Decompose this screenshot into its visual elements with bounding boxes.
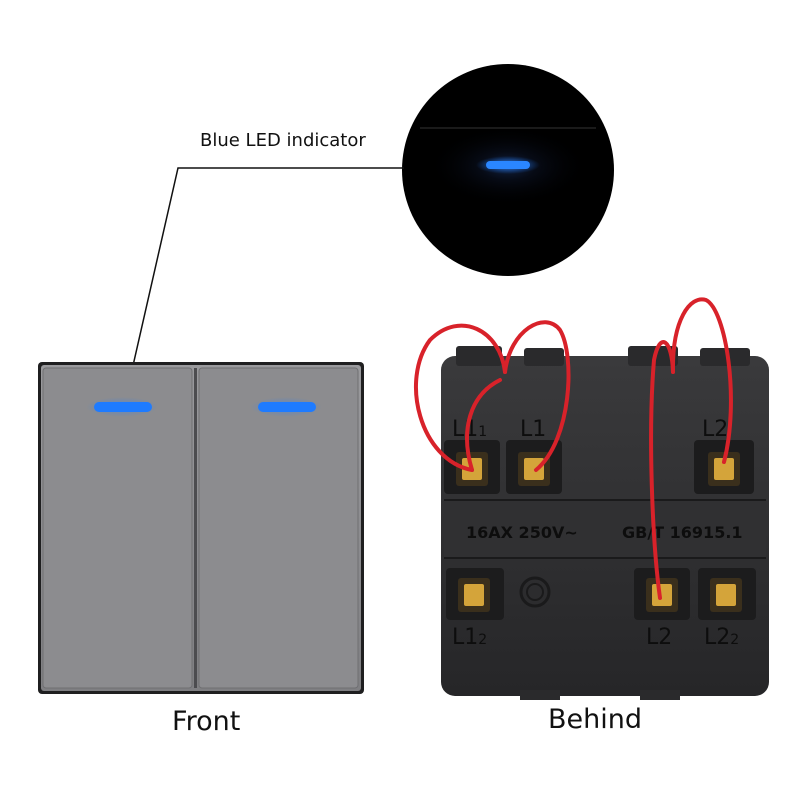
- front-switch-panel: [38, 362, 364, 694]
- terminal-label-bottom-right: L22: [704, 625, 739, 650]
- standard-marking: GB/T 16915.1: [622, 523, 743, 542]
- rocker-left: [42, 367, 193, 689]
- wire-loop-5: [670, 297, 733, 464]
- terminal-label-top-right: L2: [702, 417, 728, 442]
- callout-leader-line: [126, 167, 404, 393]
- terminal-label-bottom-left: L12: [452, 625, 487, 650]
- behind-caption: Behind: [548, 704, 642, 735]
- led-callout-label: Blue LED indicator: [200, 130, 366, 151]
- terminal-top-right: [694, 440, 754, 494]
- led-zoom-inset: [402, 64, 614, 276]
- led-indicator-left: [94, 402, 152, 412]
- rocker-right: [198, 367, 359, 689]
- wire-loop-1: [414, 323, 507, 472]
- back-switch-module: L11 L1 L2 L12 L2 L22 16AX 250V~ GB/T 169…: [441, 346, 769, 700]
- front-caption: Front: [172, 706, 241, 737]
- wire-loop-4: [649, 340, 675, 600]
- red-wires: [414, 297, 733, 600]
- terminal-bottom-mid: [634, 568, 690, 620]
- led-indicator-right: [258, 402, 316, 412]
- terminal-bottom-right: [698, 568, 756, 620]
- terminal-label-top-mid: L1: [520, 417, 546, 442]
- terminal-label-bottom-mid: L2: [646, 625, 672, 650]
- led-zoom-bar: [486, 161, 530, 169]
- wire-loop-2: [503, 320, 571, 472]
- rating-marking: 16AX 250V~: [466, 523, 578, 542]
- wire-loop-3: [465, 378, 502, 472]
- terminal-bottom-left: [446, 568, 504, 620]
